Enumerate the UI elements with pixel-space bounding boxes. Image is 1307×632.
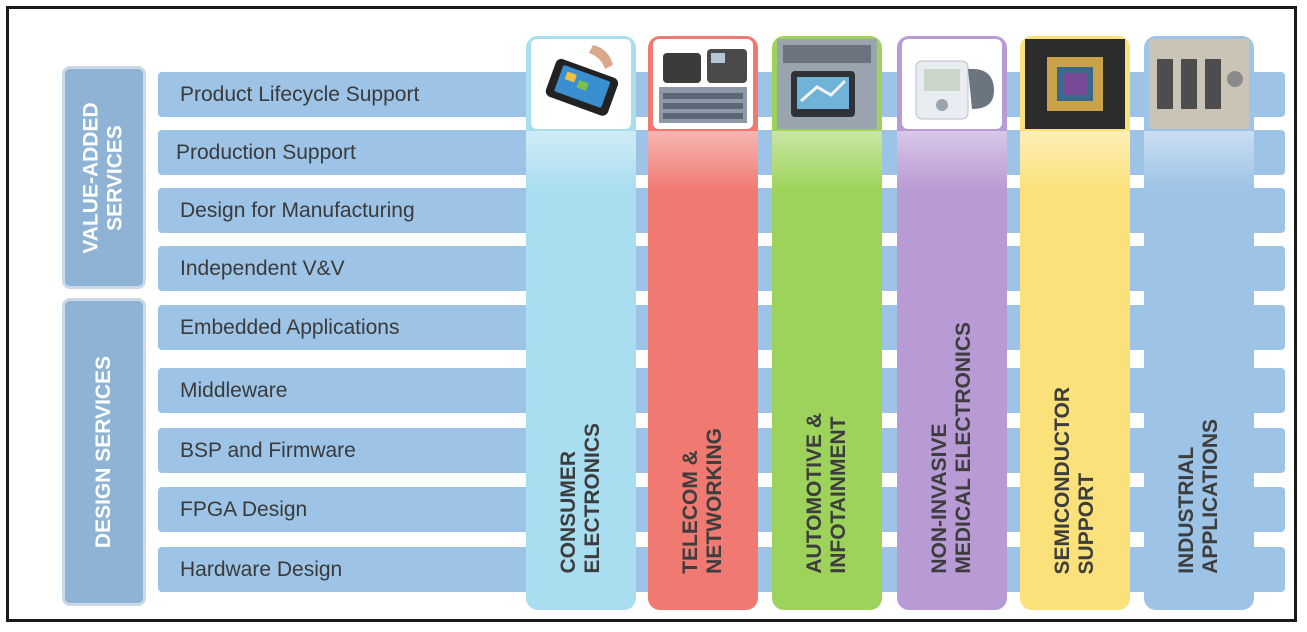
industry-column-automotive-infotainment: AUTOMOTIVE & INFOTAINMENT bbox=[772, 36, 882, 610]
service-label: Hardware Design bbox=[180, 558, 343, 581]
group-value-added-services: VALUE-ADDED SERVICES bbox=[62, 66, 146, 289]
industry-column-semiconductor-support: SEMICONDUCTOR SUPPORT bbox=[1020, 36, 1130, 610]
service-label: Production Support bbox=[176, 141, 356, 164]
industry-column-consumer-electronics: CONSUMER ELECTRONICS bbox=[526, 36, 636, 610]
industry-label: INDUSTRIAL APPLICATIONS bbox=[1175, 419, 1222, 574]
service-label: FPGA Design bbox=[180, 498, 308, 521]
service-label: BSP and Firmware bbox=[180, 439, 356, 462]
industry-label: TELECOM & NETWORKING bbox=[679, 428, 726, 574]
service-label: Product Lifecycle Support bbox=[180, 83, 420, 106]
microchip-icon bbox=[1025, 39, 1125, 129]
industry-column-industrial-applications: INDUSTRIAL APPLICATIONS bbox=[1144, 36, 1254, 610]
industry-column-telecom-networking: TELECOM & NETWORKING bbox=[648, 36, 758, 610]
service-label: Independent V&V bbox=[180, 257, 345, 280]
group-design-services: DESIGN SERVICES bbox=[62, 298, 146, 606]
blood-pressure-monitor-icon bbox=[902, 39, 1002, 129]
service-label: Embedded Applications bbox=[180, 316, 400, 339]
industry-label: CONSUMER ELECTRONICS bbox=[557, 423, 604, 574]
group-label: VALUE-ADDED SERVICES bbox=[80, 101, 127, 254]
smartphone-icon bbox=[531, 39, 631, 129]
service-label: Middleware bbox=[180, 379, 288, 402]
industrial-panel-icon bbox=[1149, 39, 1249, 129]
car-dashboard-icon bbox=[777, 39, 877, 129]
industry-label: SEMICONDUCTOR SUPPORT bbox=[1051, 386, 1098, 574]
group-label: DESIGN SERVICES bbox=[92, 355, 116, 549]
telephone-network-icon bbox=[653, 39, 753, 129]
industry-column-non-invasive-medical-electronics: NON-INVASIVE MEDICAL ELECTRONICS bbox=[897, 36, 1007, 610]
industry-label: NON-INVASIVE MEDICAL ELECTRONICS bbox=[928, 322, 975, 574]
service-label: Design for Manufacturing bbox=[180, 199, 415, 222]
industry-label: AUTOMOTIVE & INFOTAINMENT bbox=[803, 413, 850, 574]
